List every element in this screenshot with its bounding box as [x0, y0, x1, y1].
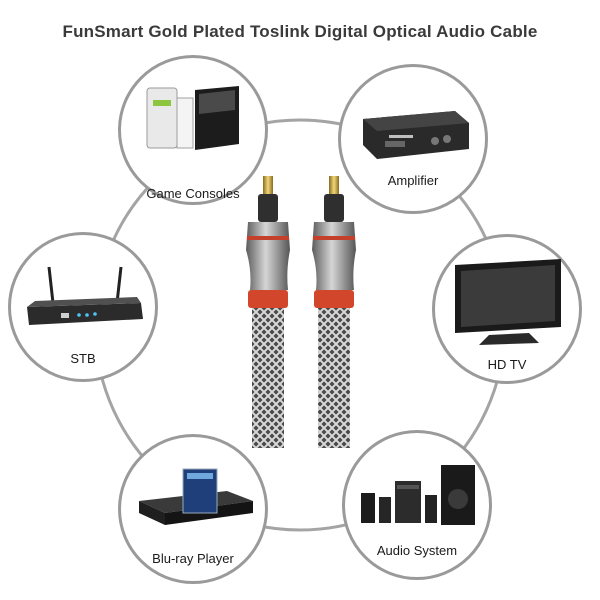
router-icon: [27, 266, 143, 325]
device-label: Audio System: [376, 543, 458, 558]
optical-plug-left: [246, 176, 290, 448]
device-label: Blu-ray Player: [152, 551, 234, 566]
device-label: Amplifier: [387, 173, 439, 188]
audio-system-icon: [361, 465, 475, 525]
bluray-player-icon: [139, 468, 253, 525]
device-hd-tv: HD TV: [432, 234, 582, 384]
amplifier-icon: [363, 111, 469, 159]
tv-icon: [455, 259, 561, 345]
device-stb: STB: [8, 232, 158, 382]
optical-plug-right: [312, 176, 356, 448]
device-label: STB: [70, 351, 96, 366]
device-label: HD TV: [487, 357, 527, 372]
device-label: Game Consoles: [146, 186, 240, 201]
game-console-icon: [146, 86, 239, 150]
device-amplifier: Amplifier: [338, 64, 488, 214]
device-audio-system: Audio System: [342, 430, 492, 580]
device-bluray-player: Blu-ray Player: [118, 434, 268, 584]
device-game-consoles: Game Consoles: [118, 55, 268, 205]
page-title: FunSmart Gold Plated Toslink Digital Opt…: [62, 22, 538, 41]
